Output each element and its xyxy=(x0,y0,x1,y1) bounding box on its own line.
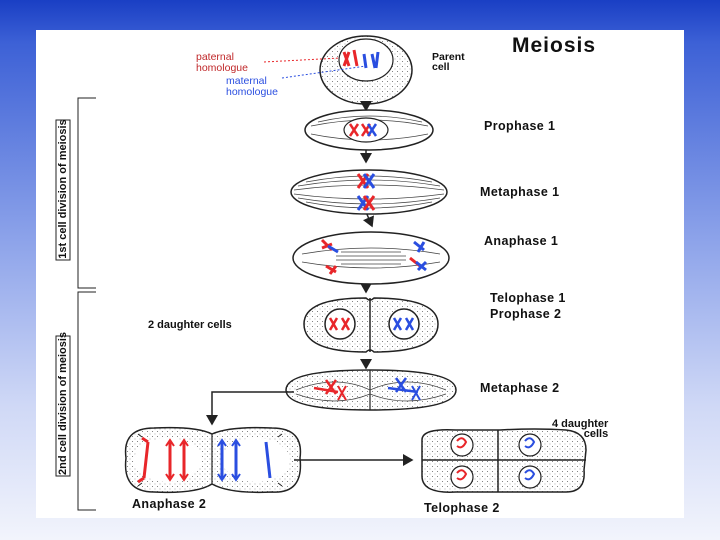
paternal-homologue-label: paternal homologue xyxy=(196,51,248,74)
parent-cell xyxy=(319,35,413,105)
metaphase1-cell xyxy=(290,169,448,215)
label-telophase2: Telophase 2 xyxy=(424,501,500,515)
second-division-label: 2nd cell division of meiosis xyxy=(57,331,69,475)
second-division-box xyxy=(55,335,71,477)
metaphase2-cells xyxy=(285,369,457,411)
anaphase2-cells xyxy=(124,426,302,494)
anaphase1-cell xyxy=(292,231,450,285)
four-daughter-cells-label: 4 daughter cells xyxy=(552,418,609,440)
diagram-title: Meiosis xyxy=(512,34,597,57)
side-brackets xyxy=(77,97,96,511)
label-metaphase1: Metaphase 1 xyxy=(480,185,560,199)
paternal-pointer xyxy=(263,57,341,63)
maternal-homologue-label: maternal homologue xyxy=(226,75,278,98)
label-telophase1: Telophase 1 xyxy=(490,291,566,305)
connector-to-anaphase2 xyxy=(206,391,294,426)
meiosis-diagram xyxy=(55,35,587,511)
parent-cell-label: Parent cell xyxy=(432,51,465,73)
label-metaphase2: Metaphase 2 xyxy=(480,381,560,395)
paternal-chromosome xyxy=(342,49,359,67)
diagram-panel: Meiosis Parent cell paternal homologue m… xyxy=(36,30,684,518)
label-anaphase2: Anaphase 2 xyxy=(132,497,207,511)
label-anaphase1: Anaphase 1 xyxy=(484,234,559,248)
prophase1-cell xyxy=(304,109,434,151)
telophase2-cells xyxy=(421,428,587,493)
telophase1-cells xyxy=(303,297,439,353)
two-daughter-cells-label: 2 daughter cells xyxy=(148,319,232,331)
first-division-box xyxy=(55,119,71,261)
label-prophase1: Prophase 1 xyxy=(484,119,556,133)
first-division-label: 1st cell division of meiosis xyxy=(57,119,69,259)
label-prophase2: Prophase 2 xyxy=(490,307,562,321)
